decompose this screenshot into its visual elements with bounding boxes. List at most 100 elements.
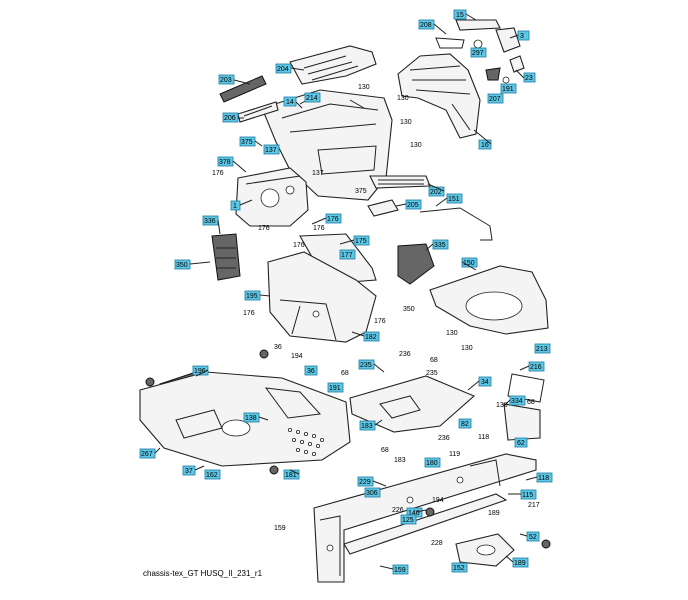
- part-label: 151: [446, 193, 463, 204]
- part-label: 15: [453, 9, 467, 20]
- svg-text:16: 16: [481, 142, 489, 149]
- svg-text:183: 183: [394, 457, 406, 464]
- part-label: 213: [534, 343, 551, 354]
- svg-text:130: 130: [410, 142, 422, 149]
- part-label: 177: [339, 249, 356, 260]
- svg-text:68: 68: [527, 399, 535, 406]
- svg-text:162: 162: [206, 472, 218, 479]
- svg-text:297: 297: [472, 50, 484, 57]
- hood-assembly: [211, 19, 549, 343]
- svg-text:208: 208: [420, 22, 432, 29]
- svg-text:207: 207: [489, 96, 501, 103]
- svg-text:180: 180: [426, 460, 438, 467]
- svg-text:159: 159: [274, 525, 286, 532]
- svg-text:217: 217: [528, 502, 540, 509]
- svg-text:138: 138: [245, 415, 257, 422]
- part-label: 208: [418, 19, 435, 30]
- svg-text:125: 125: [402, 517, 414, 524]
- svg-text:36: 36: [307, 368, 315, 375]
- svg-text:206: 206: [224, 115, 236, 122]
- svg-text:181: 181: [285, 472, 297, 479]
- part-label: 34: [478, 376, 492, 387]
- svg-text:130: 130: [446, 330, 458, 337]
- svg-text:228: 228: [431, 540, 443, 547]
- svg-text:36: 36: [274, 344, 282, 351]
- part-label: 23: [523, 72, 536, 83]
- svg-text:214: 214: [306, 95, 318, 102]
- leader-lines: [154, 13, 538, 570]
- part-label: 206: [222, 112, 239, 123]
- part-label: 118: [536, 472, 553, 483]
- part-label: 159: [392, 564, 409, 575]
- svg-text:151: 151: [448, 196, 460, 203]
- svg-text:336: 336: [204, 218, 216, 225]
- svg-text:118: 118: [478, 434, 489, 441]
- svg-text:176: 176: [313, 225, 325, 232]
- part-label: 334: [509, 395, 526, 406]
- svg-text:150: 150: [463, 260, 475, 267]
- svg-text:191: 191: [502, 86, 514, 93]
- svg-text:34: 34: [481, 379, 489, 386]
- part-numbers: 130 130 130 130 176 137 375 176 176 176 …: [212, 84, 540, 547]
- part-label: 297: [470, 47, 487, 58]
- svg-text:177: 177: [341, 252, 353, 259]
- svg-text:203: 203: [220, 77, 232, 84]
- svg-text:1: 1: [233, 203, 237, 210]
- part-label: 195: [244, 290, 261, 301]
- svg-text:130: 130: [358, 84, 370, 91]
- part-label: 375: [239, 136, 256, 147]
- svg-text:202: 202: [430, 189, 442, 196]
- svg-text:14: 14: [286, 99, 294, 106]
- part-label: 150: [461, 257, 478, 268]
- svg-text:236: 236: [438, 435, 450, 442]
- svg-text:68: 68: [341, 370, 349, 377]
- part-label: 125: [400, 514, 417, 525]
- part-label: 191: [500, 83, 517, 94]
- part-label: 115: [520, 489, 537, 500]
- svg-text:115: 115: [522, 492, 533, 499]
- part-label: 36: [304, 365, 318, 376]
- svg-text:82: 82: [461, 421, 469, 428]
- svg-text:375: 375: [355, 188, 367, 195]
- svg-text:176: 176: [212, 170, 224, 177]
- svg-text:191: 191: [329, 385, 341, 392]
- svg-text:267: 267: [141, 451, 153, 458]
- svg-text:37: 37: [185, 468, 193, 475]
- svg-text:130: 130: [496, 402, 508, 409]
- part-label: 336: [202, 215, 219, 226]
- svg-text:176: 176: [258, 225, 270, 232]
- svg-text:130: 130: [400, 119, 412, 126]
- svg-text:213: 213: [536, 346, 548, 353]
- svg-text:189: 189: [488, 510, 500, 517]
- part-label: 182: [363, 331, 380, 342]
- svg-text:52: 52: [529, 534, 537, 541]
- svg-text:229: 229: [359, 479, 371, 486]
- svg-text:137: 137: [312, 170, 324, 177]
- part-label: 205: [405, 199, 422, 210]
- part-label: 162: [204, 469, 221, 480]
- svg-text:176: 176: [374, 318, 386, 325]
- svg-text:183: 183: [361, 423, 373, 430]
- svg-text:375: 375: [241, 139, 253, 146]
- svg-text:205: 205: [407, 202, 419, 209]
- svg-text:119: 119: [449, 451, 460, 458]
- part-label: 214: [304, 92, 321, 103]
- svg-text:236: 236: [399, 351, 411, 358]
- svg-text:130: 130: [461, 345, 473, 352]
- diagram-caption: chassis-tex_GT HUSQ_II_231_r1: [143, 569, 263, 578]
- part-label: 52: [526, 531, 540, 542]
- part-label: 202: [428, 186, 445, 197]
- part-label: 203: [218, 74, 235, 85]
- part-label: 181: [283, 469, 300, 480]
- part-label: 306: [364, 487, 381, 498]
- part-label: 16: [478, 139, 492, 150]
- svg-text:306: 306: [366, 490, 378, 497]
- part-label: 3: [517, 30, 530, 41]
- svg-text:216: 216: [530, 364, 542, 371]
- part-label: 1: [230, 200, 241, 211]
- svg-text:175: 175: [355, 238, 367, 245]
- svg-text:350: 350: [176, 262, 188, 269]
- part-label: 180: [424, 457, 441, 468]
- svg-text:68: 68: [430, 357, 438, 364]
